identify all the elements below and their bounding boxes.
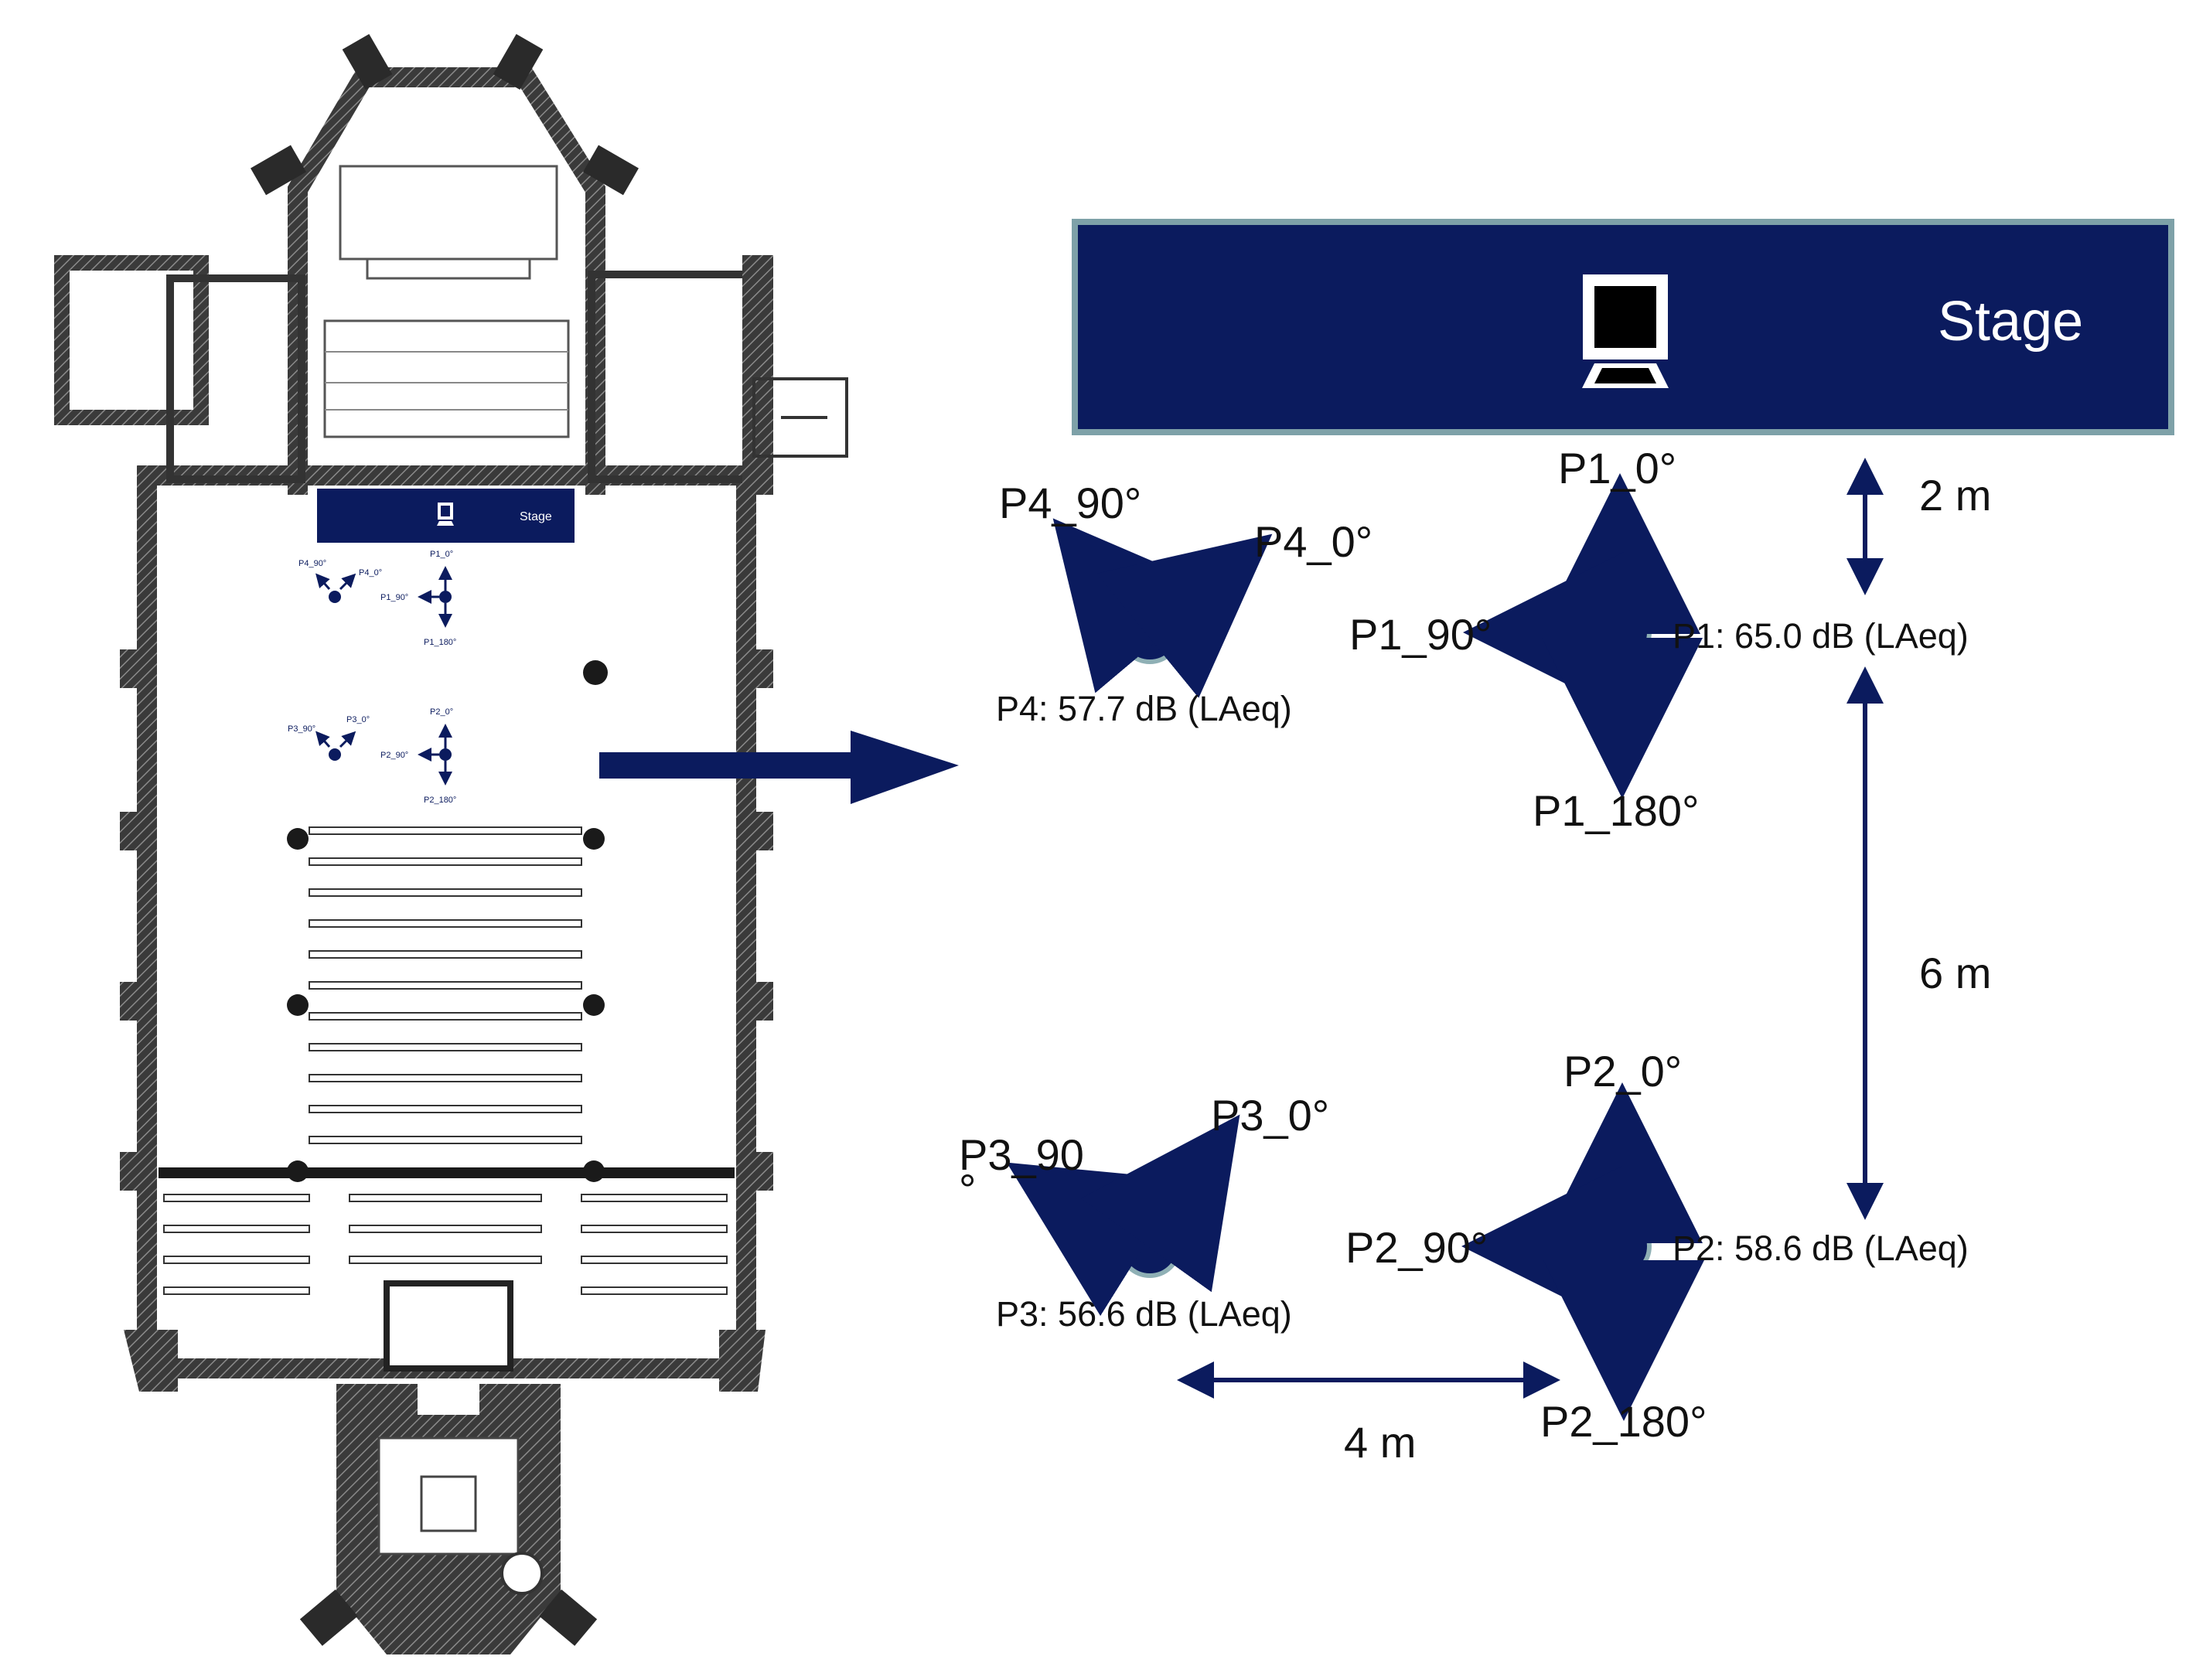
plan-p1-90-label: P1_90°	[380, 593, 408, 602]
p3-summary: P3: 56.6 dB (LAeq)	[996, 1294, 1292, 1334]
p4-0-arrow	[1096, 533, 1273, 698]
speaker-icon	[1582, 274, 1669, 388]
tower-landing	[420, 1475, 477, 1532]
p2-180-label: P2_180°	[1540, 1397, 1707, 1446]
p2-summary: P2: 58.6 dB (LAeq)	[1673, 1228, 1969, 1268]
rear-cross-rail	[159, 1167, 735, 1178]
plan-p4-90-arrow	[315, 573, 331, 590]
pew-row	[309, 1043, 582, 1051]
plan-p4-0-arrow	[339, 573, 356, 591]
p3-90-arrow	[1006, 1162, 1186, 1317]
buttresses	[120, 649, 773, 1392]
vestry-left	[166, 274, 305, 483]
altar	[339, 165, 558, 261]
dim-stage-p1-label: 2 m	[1919, 471, 1991, 520]
plan-p3-0-arrow	[339, 731, 356, 748]
plan-p2-0-label: P2_0°	[430, 707, 453, 717]
p3-90-label-line2: °	[959, 1165, 976, 1214]
plan-p3-90-label: P3_90°	[288, 724, 315, 734]
pews	[163, 826, 728, 1295]
pew-row	[163, 1194, 310, 1202]
plan-speaker-base	[437, 521, 454, 526]
pew-row	[309, 981, 582, 990]
p1-marker	[1588, 601, 1652, 664]
sacristy-right	[742, 255, 773, 495]
plan-p3-marker	[329, 748, 341, 761]
vestry-right	[588, 271, 754, 483]
plan-p3-90-arrow	[315, 731, 331, 748]
apse-wall	[288, 67, 605, 495]
p3-marker	[1118, 1215, 1182, 1278]
p4-0-label: P4_0°	[1254, 517, 1372, 566]
tower-buttress-right	[539, 1589, 598, 1646]
entrance-porch-right	[752, 377, 848, 458]
dim-p1-p2-label: 6 m	[1919, 949, 1991, 997]
pew-row	[309, 1074, 582, 1082]
pew-row	[349, 1225, 542, 1233]
detail-diagram: Stage P1_0° P1_90° P1_180° P1: 65.0 dB (…	[959, 219, 2174, 1467]
pew-row	[309, 1105, 582, 1113]
plan-p4-marker	[329, 591, 341, 603]
plan-markers: P1_0° P1_90° P1_180° P4_90° P4_0° P2_0° …	[288, 550, 456, 805]
plan-stage-label: Stage	[520, 510, 552, 523]
pew-row	[163, 1225, 310, 1233]
pew-row	[309, 950, 582, 959]
choir-platform	[323, 319, 570, 438]
zoom-pointer-arrowhead	[851, 731, 959, 804]
stage-label: Stage	[1938, 291, 2083, 353]
plan-p2-180-label: P2_180°	[424, 796, 456, 805]
plan-p1-marker	[439, 591, 452, 603]
pew-row	[309, 826, 582, 835]
pew-row	[581, 1256, 728, 1264]
p2-90-label: P2_90°	[1345, 1223, 1488, 1272]
p3-0-label: P3_0°	[1211, 1091, 1329, 1140]
pew-row	[309, 857, 582, 866]
pew-row	[309, 1012, 582, 1021]
pew-row	[581, 1286, 728, 1295]
tower-column	[500, 1552, 544, 1595]
pew-row	[581, 1225, 728, 1233]
p2-marker	[1588, 1215, 1652, 1278]
p1-180-label: P1_180°	[1533, 786, 1699, 835]
church-floor-plan: Stage P1_0° P1_90° P1_180° P4_90° P4_0° …	[54, 34, 848, 1654]
sacristy-left	[54, 255, 209, 425]
tower-buttress-left	[299, 1589, 358, 1646]
pew-row	[163, 1286, 310, 1295]
plan-p3-0-label: P3_0°	[346, 715, 370, 724]
p1-90-label: P1_90°	[1349, 610, 1492, 659]
pew-row	[309, 1136, 582, 1144]
pew-row	[309, 919, 582, 928]
pew-row	[581, 1194, 728, 1202]
altar-base	[366, 257, 531, 280]
plan-p2-marker	[439, 748, 452, 761]
plan-p4-90-label: P4_90°	[298, 559, 326, 568]
p4-90-arrow	[1052, 518, 1219, 693]
p2-0-label: P2_0°	[1563, 1047, 1682, 1096]
pew-row	[349, 1256, 542, 1264]
p4-summary: P4: 57.7 dB (LAeq)	[996, 689, 1292, 728]
plan-speaker-screen	[441, 506, 450, 516]
p1-0-label: P1_0°	[1558, 444, 1676, 492]
p4-90-label: P4_90°	[999, 479, 1141, 527]
plan-p1-0-label: P1_0°	[430, 550, 453, 559]
plan-p1-180-label: P1_180°	[424, 638, 456, 647]
pew-row	[309, 888, 582, 897]
apse-buttresses	[251, 34, 639, 196]
p3-0-arrow	[1080, 1114, 1240, 1293]
p3-90-label-line1: P3_90	[959, 1130, 1084, 1179]
plan-p4-0-label: P4_0°	[359, 568, 382, 578]
p1-summary: P1: 65.0 dB (LAeq)	[1673, 616, 1969, 656]
pew-row	[163, 1256, 310, 1264]
dim-p3-p2-label: 4 m	[1344, 1418, 1416, 1467]
p4-marker	[1118, 601, 1182, 664]
entrance-vestibule	[384, 1280, 513, 1372]
pew-row	[349, 1194, 542, 1202]
plan-p2-90-label: P2_90°	[380, 751, 408, 760]
